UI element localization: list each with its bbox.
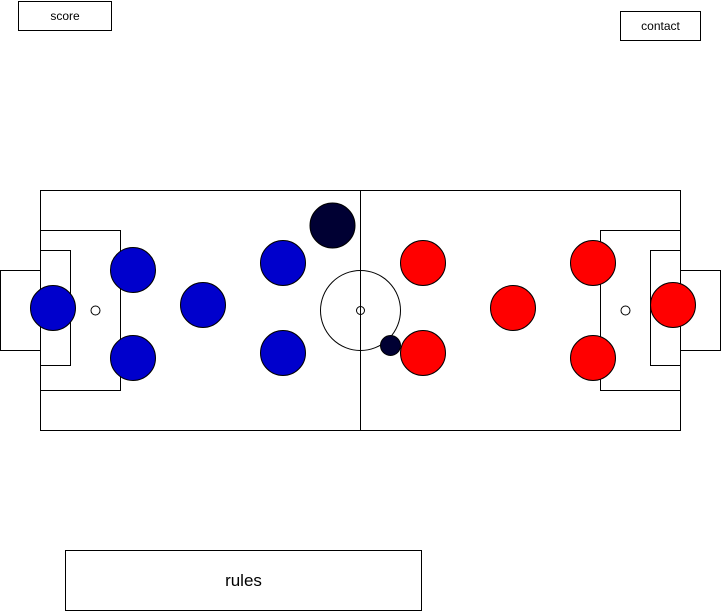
home-player[interactable]	[110, 335, 156, 381]
home-player[interactable]	[180, 282, 226, 328]
pitch-markings	[0, 190, 721, 431]
away-player-goalkeeper[interactable]	[650, 282, 696, 328]
center-circle	[320, 270, 401, 351]
away-player[interactable]	[570, 335, 616, 381]
home-player[interactable]	[260, 240, 306, 286]
away-player[interactable]	[570, 240, 616, 286]
score-button[interactable]: score	[18, 1, 112, 31]
home-player-goalkeeper[interactable]	[30, 285, 76, 331]
ball[interactable]	[380, 335, 401, 356]
away-team	[400, 240, 696, 381]
rules-button[interactable]: rules	[65, 550, 422, 611]
home-player[interactable]	[260, 330, 306, 376]
away-player[interactable]	[490, 285, 536, 331]
home-team	[30, 240, 306, 381]
contact-button[interactable]: contact	[620, 11, 701, 41]
away-player[interactable]	[400, 330, 446, 376]
left-penalty-spot	[90, 305, 101, 316]
away-player[interactable]	[400, 240, 446, 286]
right-penalty-spot	[620, 305, 631, 316]
home-player[interactable]	[110, 247, 156, 293]
referee-marker[interactable]	[309, 202, 356, 249]
center-spot	[356, 306, 365, 315]
